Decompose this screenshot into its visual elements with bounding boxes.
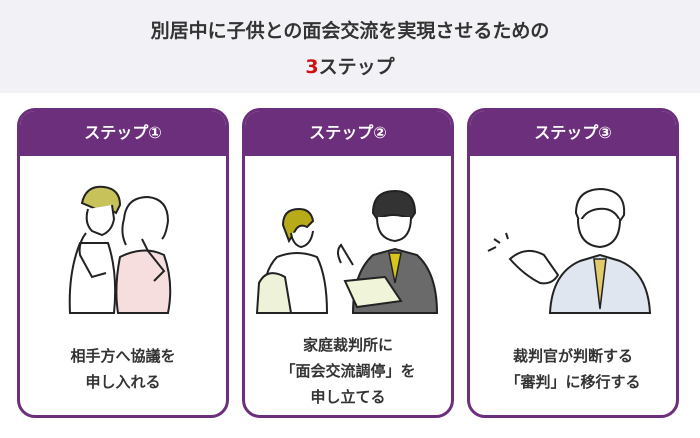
step-desc-line: 申し立てる: [310, 388, 386, 406]
lawyer-consultation-illustration-icon: [245, 173, 451, 323]
page-title-line1: 別居中に子供との面会交流を実現させるための: [150, 20, 550, 42]
title-step-word: ステップ: [318, 56, 395, 78]
step-desc-line: 相手方へ協議を: [70, 347, 176, 365]
step-card-header: ステップ②: [245, 111, 451, 156]
step-card-header: ステップ①: [20, 111, 226, 156]
step-card-1: ステップ① 相手方へ協議を 申し入れる: [17, 108, 229, 418]
step-desc-line: 「面会交流調停」を: [280, 362, 416, 380]
step-card-2: ステップ② 家庭裁判所に 「面会交流調停」を 申し立てる: [242, 108, 454, 418]
page-title-line2: 3ステップ: [0, 52, 700, 79]
header-band: 別居中に子供との面会交流を実現させるための 3ステップ: [0, 0, 700, 93]
couple-thinking-illustration-icon: [20, 173, 226, 323]
title-step-count: 3: [305, 56, 319, 78]
step-card-header: ステップ③: [470, 111, 676, 156]
step-desc-line: 裁判官が判断する: [512, 347, 633, 365]
step-desc-line: 申し入れる: [85, 373, 161, 391]
step-description: 裁判官が判断する 「審判」に移行する: [470, 343, 676, 395]
step-desc-line: 家庭裁判所に: [302, 336, 393, 354]
step-card-3: ステップ③ 裁判官が判断する 「審判」に移行する: [467, 108, 679, 418]
step-description: 家庭裁判所に 「面会交流調停」を 申し立てる: [245, 332, 451, 410]
step-description: 相手方へ協議を 申し入れる: [20, 343, 226, 395]
man-presenting-illustration-icon: [470, 173, 676, 323]
step-desc-line: 「審判」に移行する: [505, 373, 641, 391]
